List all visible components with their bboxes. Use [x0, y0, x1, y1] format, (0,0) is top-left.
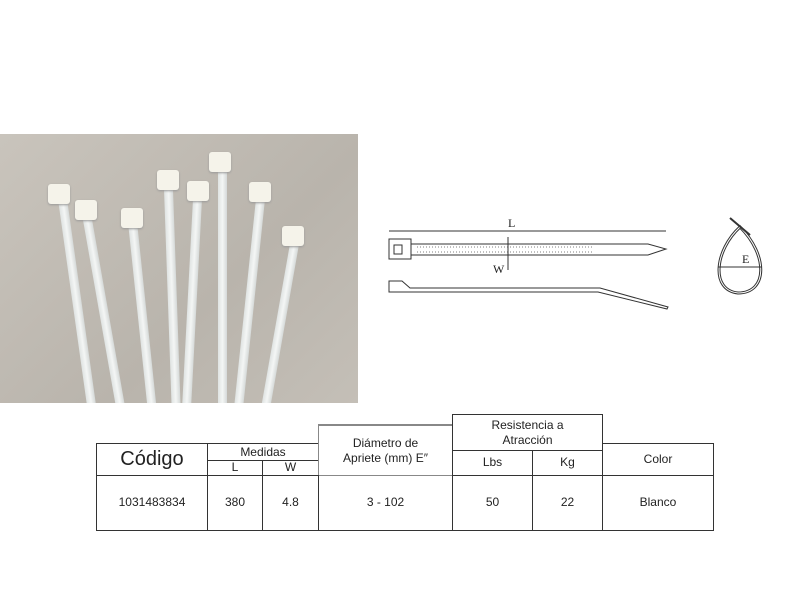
cable-ties-photo	[0, 134, 358, 403]
header-code: Código	[96, 443, 208, 476]
diagram-label-diameter: E	[742, 252, 750, 266]
header-length: L	[207, 460, 263, 476]
header-width: W	[262, 460, 319, 476]
cell-diameter: 3 - 102	[318, 475, 453, 531]
header-lbs: Lbs	[452, 450, 533, 476]
diagram-label-width: W	[493, 262, 505, 276]
header-color: Color	[602, 443, 714, 476]
cable-tie-diagram	[388, 230, 669, 310]
header-diameter: Diámetro de Apriete (mm) E″	[318, 424, 453, 476]
header-measures: Medidas	[207, 443, 319, 461]
cell-code: 1031483834	[96, 475, 208, 531]
diagram-label-length: L	[508, 216, 516, 230]
cell-kg: 22	[532, 475, 603, 531]
header-resistance: Resistencia a Atracción	[452, 414, 603, 451]
cell-lbs: 50	[452, 475, 533, 531]
cell-width: 4.8	[262, 475, 319, 531]
header-kg: Kg	[532, 450, 603, 476]
loop-diagram	[717, 217, 763, 295]
cell-color: Blanco	[602, 475, 714, 531]
cell-length: 380	[207, 475, 263, 531]
